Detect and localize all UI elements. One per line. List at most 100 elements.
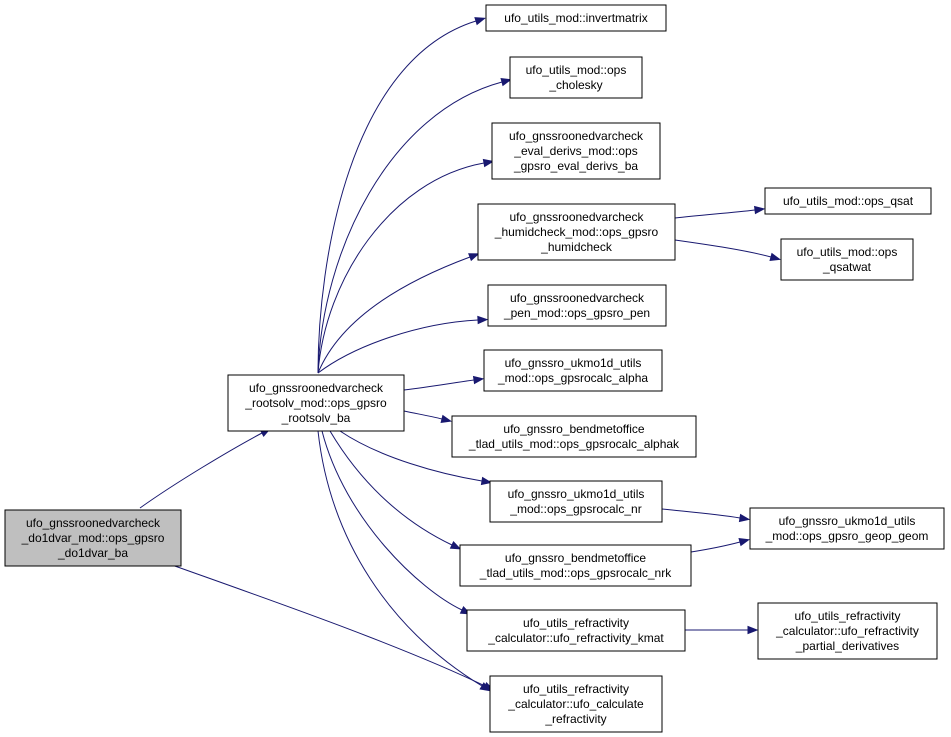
edge-line xyxy=(317,81,503,374)
edge-kmat-to-partial_derivs xyxy=(685,625,759,635)
node-box xyxy=(227,374,405,432)
edge-rootsolv-to-calc_alpha xyxy=(403,375,485,391)
node-label-line: _do1dvar_ba xyxy=(57,546,128,560)
node-box xyxy=(4,509,182,567)
node-calc-alpha[interactable]: ufo_gnssro_ukmo1d_utils_mod::ops_gpsroca… xyxy=(483,349,663,392)
node-humidcheck[interactable]: ufo_gnssroonedvarcheck_humidcheck_mod::o… xyxy=(477,203,676,261)
node-label-line: _partial_derivatives xyxy=(795,639,899,653)
node-label-line: _calculator::ufo_calculate xyxy=(507,697,644,711)
edge-humidcheck-to-qsatwat xyxy=(674,239,782,261)
node-box xyxy=(764,187,932,215)
node-invertmatrix[interactable]: ufo_utils_mod::invertmatrix xyxy=(485,4,667,32)
edge-line xyxy=(139,432,263,509)
node-box xyxy=(459,544,692,587)
node-label-line: _eval_derivs_mod::ops xyxy=(513,144,637,158)
node-label-line: _rootsolv_mod::ops_gpsro xyxy=(244,396,387,410)
edge-arrowhead xyxy=(472,375,485,385)
node-box xyxy=(477,203,676,261)
node-label-line: ufo_gnssro_ukmo1d_utils xyxy=(508,487,645,501)
edge-line xyxy=(317,20,477,374)
edge-arrowhead xyxy=(477,315,489,325)
node-cholesky[interactable]: ufo_utils_mod::ops_cholesky xyxy=(509,56,643,99)
node-box xyxy=(757,602,938,660)
edges-layer xyxy=(139,17,782,692)
node-label-line: ufo_gnssroonedvarcheck xyxy=(249,381,384,395)
edge-rootsolv-to-invertmatrix xyxy=(317,17,486,374)
edge-rootsolv-to-calc_alphak xyxy=(403,410,453,423)
node-qsatwat[interactable]: ufo_utils_mod::ops_qsatwat xyxy=(780,238,914,281)
node-label-line: _humidcheck_mod::ops_gpsro xyxy=(494,225,659,239)
node-calc-refr[interactable]: ufo_utils_refractivity_calculator::ufo_c… xyxy=(489,675,663,733)
edge-arrowhead xyxy=(747,625,759,635)
node-label-line: ufo_utils_refractivity xyxy=(523,616,629,630)
edge-line xyxy=(690,541,741,553)
node-label-line: _refractivity xyxy=(544,712,606,726)
edge-line xyxy=(317,319,479,374)
edge-calc_nr-to-geop_geom xyxy=(661,508,751,523)
node-calc-nr[interactable]: ufo_gnssro_ukmo1d_utils_mod::ops_gpsroca… xyxy=(489,480,663,523)
node-label-line: ufo_gnssro_bendmetoffice xyxy=(503,422,645,436)
edge-arrowhead xyxy=(769,252,782,261)
node-partial-derivs[interactable]: ufo_utils_refractivity_calculator::ufo_r… xyxy=(757,602,938,660)
node-label-line: _cholesky xyxy=(548,78,602,92)
node-label-line: ufo_utils_mod::ops_qsat xyxy=(783,194,914,208)
edge-line xyxy=(321,430,463,611)
edge-rootsolv-to-eval_derivs xyxy=(317,158,495,374)
node-qsat[interactable]: ufo_utils_mod::ops_qsat xyxy=(764,187,932,215)
edge-rootsolv-to-cholesky xyxy=(317,78,513,374)
edge-line xyxy=(674,239,772,258)
node-label-line: ufo_utils_mod::invertmatrix xyxy=(504,11,647,25)
node-label-line: _gpsro_eval_derivs_ba xyxy=(513,159,638,173)
edge-arrowhead xyxy=(753,205,766,215)
edge-arrowhead xyxy=(474,17,486,26)
node-eval-derivs[interactable]: ufo_gnssroonedvarcheck_eval_derivs_mod::… xyxy=(491,122,661,180)
node-root[interactable]: ufo_gnssroonedvarcheck_do1dvar_mod::ops_… xyxy=(4,509,182,567)
node-rootsolv[interactable]: ufo_gnssroonedvarcheck_rootsolv_mod::ops… xyxy=(227,374,405,432)
edge-root-to-calc_refr xyxy=(171,564,495,691)
node-label-line: _rootsolv_ba xyxy=(281,411,351,425)
edge-rootsolv-to-calc_nrk xyxy=(329,430,462,550)
node-box xyxy=(780,238,914,281)
edge-line xyxy=(317,430,483,687)
node-box xyxy=(485,4,667,32)
node-box xyxy=(466,609,686,652)
edge-arrowhead xyxy=(738,513,751,523)
node-calc-alphak[interactable]: ufo_gnssro_bendmetoffice_tlad_utils_mod:… xyxy=(451,415,697,458)
node-label-line: ufo_utils_refractivity xyxy=(794,609,900,623)
edge-line xyxy=(317,256,471,374)
edge-arrowhead xyxy=(479,682,491,692)
edge-line xyxy=(317,162,485,374)
edge-arrowhead xyxy=(480,476,493,486)
node-label-line: _mod::ops_gpsro_geop_geom xyxy=(765,529,929,543)
node-pen[interactable]: ufo_gnssroonedvarcheck_pen_mod::ops_gpsr… xyxy=(487,284,667,327)
node-label-line: ufo_gnssro_ukmo1d_utils xyxy=(505,356,642,370)
edge-arrowhead xyxy=(468,253,480,262)
edge-line xyxy=(339,430,483,482)
node-calc-nrk[interactable]: ufo_gnssro_bendmetoffice_tlad_utils_mod:… xyxy=(459,544,692,587)
edge-line xyxy=(403,410,443,420)
node-kmat[interactable]: ufo_utils_refractivity_calculator::ufo_r… xyxy=(466,609,686,652)
node-label-line: _calculator::ufo_refractivity_kmat xyxy=(487,631,664,645)
edge-rootsolv-to-calc_refr xyxy=(317,430,491,692)
node-box xyxy=(489,480,663,523)
node-box xyxy=(487,284,667,327)
edge-arrowhead xyxy=(440,414,453,423)
edge-arrowhead xyxy=(482,158,495,168)
edge-line xyxy=(674,209,756,219)
edge-arrowhead xyxy=(500,78,513,87)
node-box xyxy=(509,56,643,99)
node-label-line: ufo_gnssro_ukmo1d_utils xyxy=(779,514,916,528)
node-label-line: ufo_gnssro_bendmetoffice xyxy=(505,551,647,565)
edge-arrowhead xyxy=(738,538,751,547)
node-box xyxy=(451,415,697,458)
node-label-line: ufo_gnssroonedvarcheck xyxy=(510,291,645,305)
edge-calc_nrk-to-geop_geom xyxy=(690,538,751,553)
node-label-line: _tlad_utils_mod::ops_gpsrocalc_nrk xyxy=(479,566,672,580)
node-label-line: _pen_mod::ops_gpsro_pen xyxy=(503,306,650,320)
edge-line xyxy=(661,508,741,519)
node-label-line: _do1dvar_mod::ops_gpsro xyxy=(21,531,165,545)
node-box xyxy=(483,349,663,392)
node-geop-geom[interactable]: ufo_gnssro_ukmo1d_utils_mod::ops_gpsro_g… xyxy=(749,507,945,550)
edge-line xyxy=(403,379,475,391)
